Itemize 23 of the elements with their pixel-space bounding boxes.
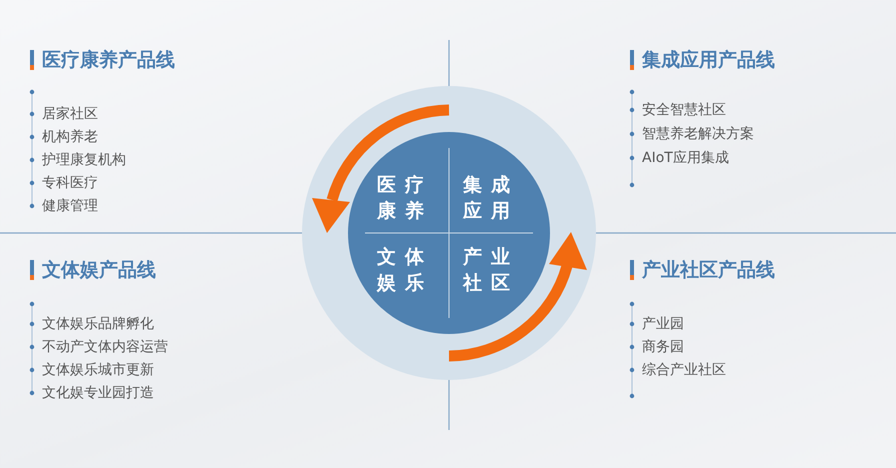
list-item: 综合产业社区 [642, 361, 726, 379]
list-item: 专科医疗 [42, 174, 98, 192]
list-item: 产业园 [642, 315, 684, 333]
list-item: AIoT应用集成 [642, 149, 729, 167]
quadrant-label: 文体娱乐 [377, 244, 439, 296]
list-item: 护理康复机构 [42, 151, 126, 169]
list-item: 安全智慧社区 [642, 101, 726, 119]
list-item: 居家社区 [42, 105, 98, 123]
section-heading: 文体娱产品线 [42, 258, 156, 282]
list-item: 文体娱乐城市更新 [42, 361, 154, 379]
quadrant-label: 医疗康养 [377, 172, 439, 224]
list-item: 不动产文体内容运营 [42, 338, 168, 356]
section-heading: 集成应用产品线 [642, 48, 775, 72]
list-item: 健康管理 [42, 197, 98, 215]
list-item: 商务园 [642, 338, 684, 356]
section-heading: 产业社区产品线 [642, 258, 775, 282]
list-item: 智慧养老解决方案 [642, 125, 754, 143]
list-item: 机构养老 [42, 128, 98, 146]
quadrant-label: 集成应用 [463, 172, 525, 224]
section-heading: 医疗康养产品线 [42, 48, 175, 72]
quadrant-label: 产业社区 [463, 244, 525, 296]
list-item: 文体娱乐品牌孵化 [42, 315, 154, 333]
list-item: 文化娱专业园打造 [42, 384, 154, 402]
